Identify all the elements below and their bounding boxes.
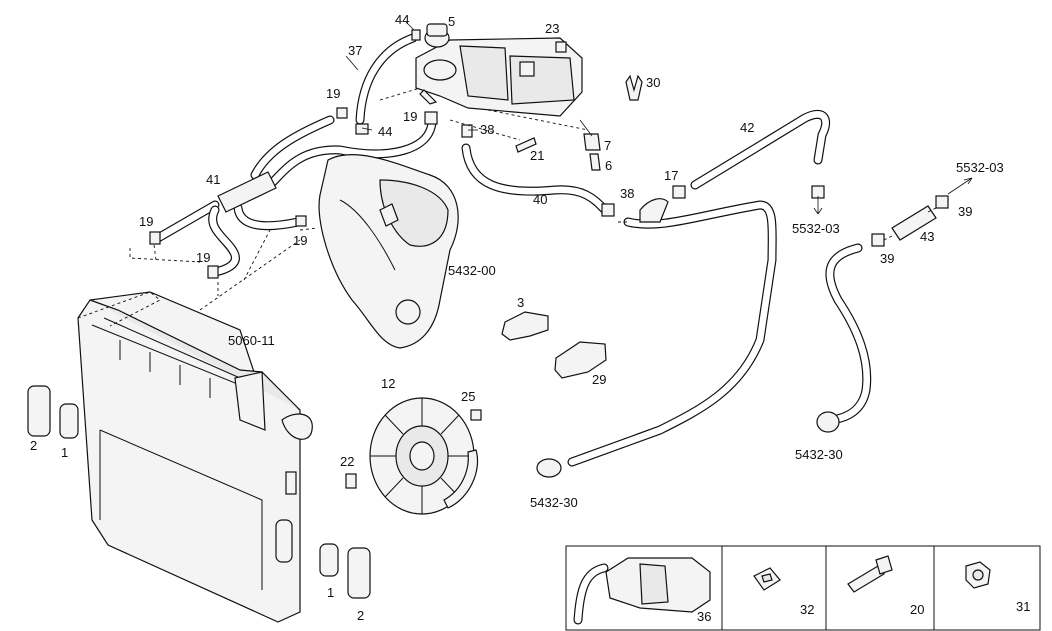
expansion-tank-assembly-icon	[573, 557, 711, 625]
bolt-icon	[847, 555, 893, 593]
callout-29: 29	[592, 372, 606, 387]
water-pump-housing	[318, 154, 459, 349]
callout-39-lower: 39	[880, 251, 894, 266]
callout-1-bottom: 1	[327, 585, 334, 600]
callout-19-mid: 19	[403, 109, 417, 124]
inset-panels: 36 32 20 31	[565, 545, 1041, 631]
callout-44: 44	[395, 12, 409, 27]
callout-41: 41	[206, 172, 220, 187]
inset-label-20: 20	[910, 602, 924, 617]
callout-1-left: 1	[61, 445, 68, 460]
callout-5060-11: 5060-11	[228, 333, 275, 348]
callout-43: 43	[920, 229, 934, 244]
callout-5: 5	[448, 14, 455, 29]
callout-7: 7	[604, 138, 611, 153]
callout-40: 40	[533, 192, 547, 207]
callout-39-right: 39	[958, 204, 972, 219]
callout-5432-30-bottom: 5432-30	[530, 495, 578, 510]
callout-12: 12	[381, 376, 395, 391]
callout-42: 42	[740, 120, 754, 135]
callout-25: 25	[461, 389, 475, 404]
callout-44-lower: 44	[378, 124, 392, 139]
callout-38-top: 38	[480, 122, 494, 137]
callout-23: 23	[545, 21, 559, 36]
inset-label-36: 36	[697, 609, 711, 624]
callout-22: 22	[340, 454, 354, 469]
callout-2-bottom: 2	[357, 608, 364, 623]
washer-icon	[753, 567, 781, 591]
leader-lines	[129, 21, 973, 311]
callout-21: 21	[530, 148, 544, 163]
hoses	[153, 33, 937, 478]
callout-5532-03-right: 5532-03	[956, 160, 1004, 175]
expansion-tank	[415, 23, 583, 117]
callout-5432-00: 5432-00	[448, 263, 496, 278]
callout-19-top: 19	[326, 86, 340, 101]
fan	[369, 397, 479, 515]
brackets	[501, 311, 607, 379]
callout-2-left: 2	[30, 438, 37, 453]
callout-5432-30-right: 5432-30	[795, 447, 843, 462]
callout-37: 37	[348, 43, 362, 58]
callout-30: 30	[646, 75, 660, 90]
inset-label-31: 31	[1016, 599, 1030, 614]
callout-17: 17	[664, 168, 678, 183]
callout-3: 3	[517, 295, 524, 310]
nut-icon	[965, 561, 991, 589]
callout-6: 6	[605, 158, 612, 173]
callout-19-bottom: 19	[196, 250, 210, 265]
inset-label-32: 32	[800, 602, 814, 617]
callout-5532-03-lower: 5532-03	[792, 221, 840, 236]
inset-panel-32	[721, 545, 827, 631]
inset-panel-31	[933, 545, 1041, 631]
callout-19-lower: 19	[293, 233, 307, 248]
callout-19-left: 19	[139, 214, 153, 229]
small-fittings	[27, 29, 949, 599]
callout-38-mid: 38	[620, 186, 634, 201]
radiator	[77, 291, 313, 623]
callout-labels: 44 5 23 37 30 19 19 44 38 7 6 21 42 5532…	[30, 12, 1004, 623]
